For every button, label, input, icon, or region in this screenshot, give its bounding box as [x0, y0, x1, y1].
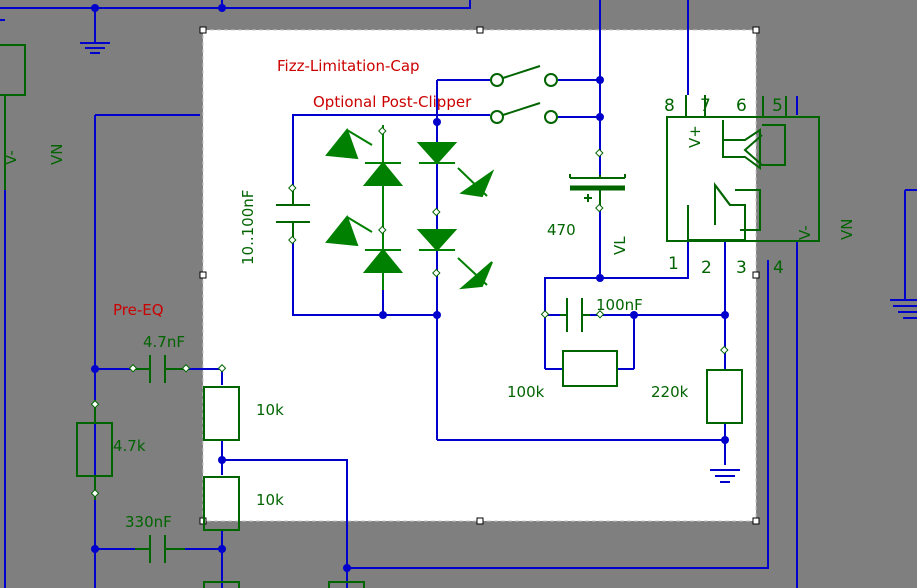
label-vplus: V+	[686, 125, 704, 148]
resistor-10k-b	[203, 476, 240, 531]
resistor-220k	[706, 369, 743, 424]
label-470: 470	[547, 221, 576, 239]
label-4-7nf: 4.7nF	[143, 333, 185, 351]
pin-8: 8	[664, 96, 675, 116]
label-pre-eq: Pre-EQ	[113, 301, 164, 319]
label-100k: 100k	[507, 383, 545, 401]
pin-2: 2	[701, 258, 712, 278]
label-vn-right: VN	[838, 219, 856, 240]
junctions	[91, 4, 729, 572]
label-fizz: Fizz-Limitation-Cap	[277, 57, 420, 75]
pin-4: 4	[773, 258, 784, 278]
label-vminus-right: V-	[796, 225, 814, 240]
resistor-100k	[562, 350, 618, 387]
ground-icon	[890, 299, 917, 319]
pin-3: 3	[736, 258, 747, 278]
pin-6: 6	[736, 96, 747, 116]
pin-7: 7	[700, 96, 711, 116]
label-4-7k: 4.7k	[113, 437, 146, 455]
resistor-10k-a	[203, 386, 240, 441]
clipper-diodes	[325, 125, 495, 290]
label-100nf: 100nF	[596, 296, 643, 314]
label-220k: 220k	[651, 383, 689, 401]
components	[0, 44, 820, 588]
pin-5: 5	[772, 96, 783, 116]
label-10k-a: 10k	[256, 401, 284, 419]
label-vminus-left: V-	[2, 150, 20, 165]
label-10k-b: 10k	[256, 491, 284, 509]
label-vl: VL	[611, 236, 629, 255]
ground-icon	[80, 35, 110, 54]
ground-icon	[710, 469, 740, 483]
label-cap-range: 10..100nF	[239, 190, 257, 265]
pin-1: 1	[668, 254, 679, 274]
label-330nf: 330nF	[125, 513, 172, 531]
label-optional-post-clipper: Optional Post-Clipper	[313, 93, 472, 111]
pin-terminals	[90, 126, 729, 498]
label-vn-left: VN	[48, 144, 66, 165]
